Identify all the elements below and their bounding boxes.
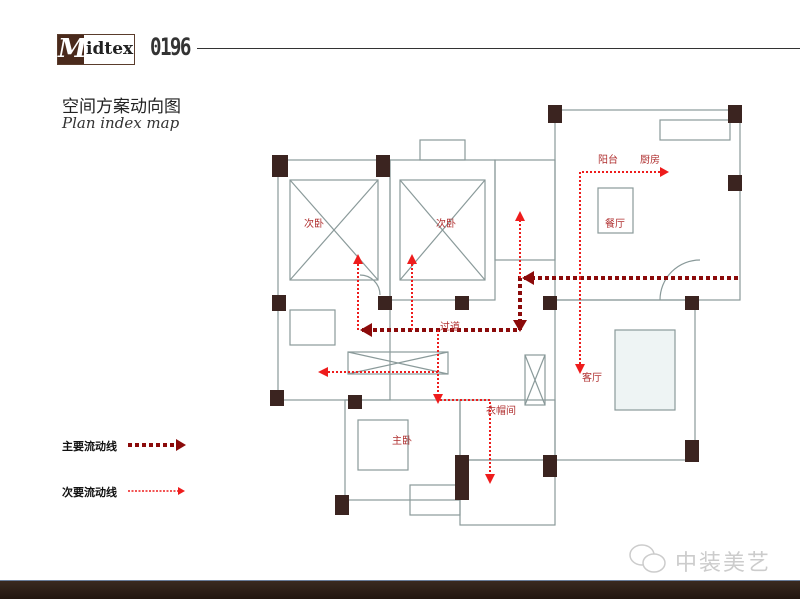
- pillars: [270, 105, 742, 515]
- watermark: 中装美艺: [675, 551, 772, 576]
- room-label-closet: 衣帽间: [486, 404, 516, 417]
- footer-bar: [0, 580, 800, 599]
- logo-letter: M: [58, 34, 87, 64]
- room-label-kitchen: 厨房: [640, 153, 660, 166]
- legend-main-label: 主要流动线: [62, 440, 117, 453]
- secondary-flow-arrowheads: [318, 167, 669, 484]
- main-flow-arrowheads: [360, 271, 534, 337]
- page-title: 空间方案动向图: [62, 97, 181, 117]
- legend-secondary-label: 次要流动线: [62, 486, 117, 499]
- logo-text: idtex: [86, 39, 134, 59]
- legend-secondary-arrow: [178, 487, 185, 495]
- header-divider: [197, 48, 800, 49]
- room-label-corridor: 过道: [440, 320, 460, 333]
- room-label-living: 客厅: [582, 371, 602, 384]
- page-subtitle: Plan index map: [62, 114, 180, 132]
- legend-main-arrow: [176, 439, 186, 451]
- main-flow-line: [362, 276, 738, 332]
- secondary-flow-lines: [322, 171, 665, 480]
- room-label-balcony: 阳台: [598, 153, 618, 166]
- room-label-dining: 餐厅: [605, 217, 625, 230]
- wechat-icon: [629, 544, 666, 573]
- brand-code: 0196: [150, 33, 191, 61]
- room-label-bedroom: 次卧: [304, 217, 324, 230]
- room-label-bedroom: 次卧: [436, 217, 456, 230]
- walls: [277, 109, 741, 526]
- room-label-master: 主卧: [392, 434, 412, 447]
